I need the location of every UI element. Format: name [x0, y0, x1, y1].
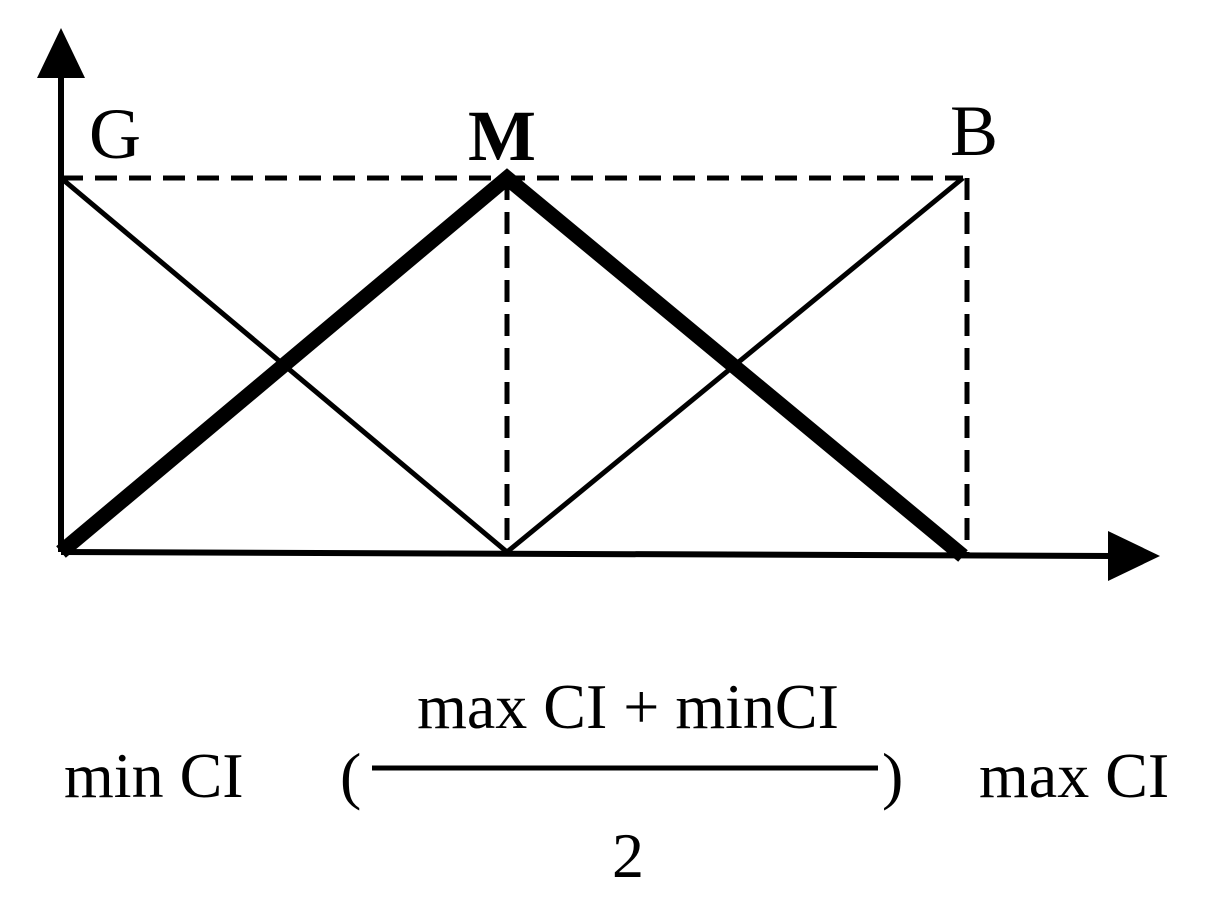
close-paren: )	[882, 740, 903, 811]
medium-membership-triangle	[56, 168, 968, 562]
max-ci-label: max CI	[979, 740, 1169, 811]
open-paren: (	[340, 740, 361, 811]
x-axis-arrowhead	[1108, 531, 1160, 581]
label-m: M	[468, 96, 536, 176]
midpoint-numerator: max CI + minCI	[417, 671, 839, 742]
min-ci-label: min CI	[64, 740, 244, 811]
label-b: B	[950, 91, 998, 171]
x-axis	[60, 549, 1113, 559]
y-axis-arrowhead	[37, 28, 85, 78]
label-g: G	[89, 94, 141, 174]
midpoint-denominator: 2	[612, 820, 644, 891]
